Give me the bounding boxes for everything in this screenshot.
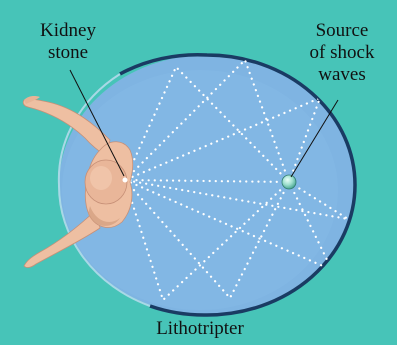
kidney-stone-marker [123,178,128,183]
shock-source-ball [282,175,296,189]
kidney-stone-label: Kidney stone [18,20,118,64]
shock-source-label-line: of shock [292,42,392,64]
shock-source-label-line: waves [292,64,392,86]
kidney-stone-label-line: stone [18,42,118,64]
shock-source-label-line: Source [292,20,392,42]
shock-source-label: Source of shock waves [292,20,392,86]
kidney-stone-label-line: Kidney [18,20,118,42]
lithotripter-label: Lithotripter [100,318,300,340]
